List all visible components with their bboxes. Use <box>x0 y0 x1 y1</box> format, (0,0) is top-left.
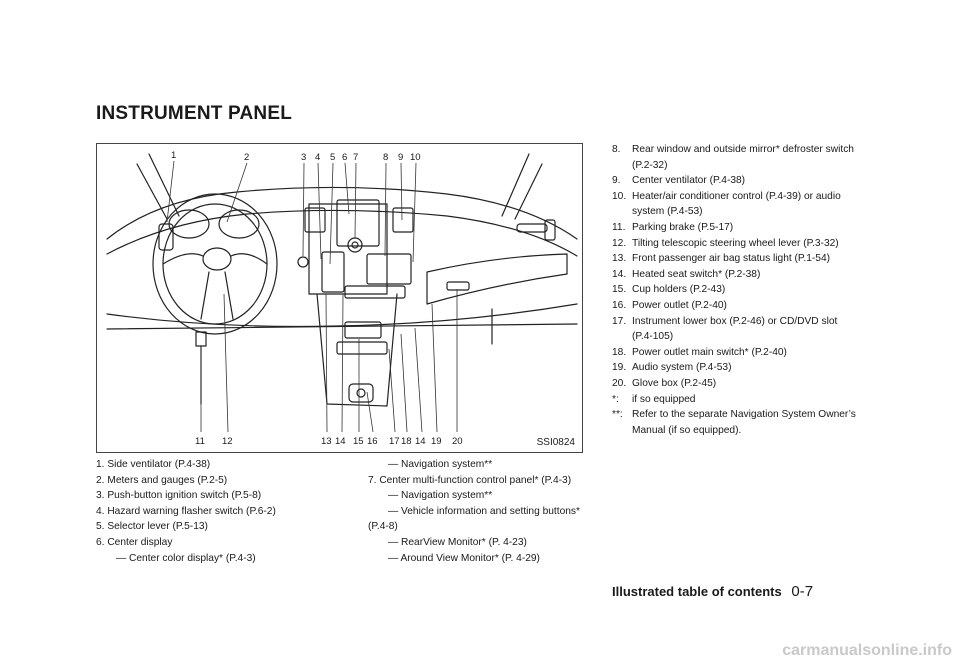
callout-18: 18 <box>401 436 412 447</box>
callout-2: 2 <box>244 152 250 163</box>
list-item: 12. Tilting telescopic steering wheel lev… <box>612 236 858 252</box>
callout-6: 6 <box>342 152 348 163</box>
item-key: 12. <box>612 237 627 249</box>
list-item: (P.4-8) <box>368 521 398 533</box>
item-key: 15. <box>612 284 627 296</box>
callout-14: 14 <box>335 436 346 447</box>
list-item: 5. Selector lever (P.5-13) <box>96 521 208 533</box>
callout-4: 4 <box>315 152 321 163</box>
list-subitem: — Navigation system** <box>388 459 493 470</box>
page-footer: Illustrated table of contents 0-7 <box>612 583 813 600</box>
item-text: Parking brake (P.5-17) <box>632 221 734 233</box>
callout-1: 1 <box>171 150 177 161</box>
list-left: 1. Side ventilator (P.4-38) 2. Meters an… <box>96 457 336 566</box>
list-item: 18. Power outlet main switch* (P.2-40) <box>612 345 858 361</box>
item-text: Cup holders (P.2-43) <box>632 284 726 296</box>
item-key: 18. <box>612 346 627 358</box>
section-title: INSTRUMENT PANEL <box>96 103 293 124</box>
list-item: 16. Power outlet (P.2-40) <box>612 298 858 314</box>
item-key: 8. <box>612 144 621 155</box>
item-text: Rear window and outside mirror* defroste… <box>632 144 854 171</box>
item-key: 19. <box>612 362 627 374</box>
callout-12: 12 <box>222 436 233 447</box>
item-text: Heated seat switch* (P.2-38) <box>632 268 761 280</box>
list-subitem: — RearView Monitor* (P. 4-23) <box>388 536 527 548</box>
list-item: 1. Side ventilator (P.4-38) <box>96 459 211 470</box>
callout-11: 11 <box>195 436 205 447</box>
list-item: **: Refer to the separate Navigation Syst… <box>612 407 858 438</box>
list-item: 9. Center ventilator (P.4-38) <box>612 173 858 189</box>
list-item: 8. Rear window and outside mirror* defros… <box>612 142 858 173</box>
list-mid: — Navigation system** 7. Center multi-fu… <box>368 457 598 566</box>
list-item: 13. Front passenger air bag status light … <box>612 251 858 267</box>
list-subitem: — Around View Monitor* (P. 4-29) <box>388 552 540 564</box>
list-item: 7. Center multi-function control panel* … <box>368 474 572 486</box>
item-text: Instrument lower box (P.2-46) or CD/DVD … <box>632 315 838 343</box>
item-key: 14. <box>612 268 627 280</box>
callout-10: 10 <box>410 152 421 163</box>
callout-9: 9 <box>398 152 404 163</box>
figure-id: SSI0824 <box>536 437 575 448</box>
item-key: 20. <box>612 377 627 389</box>
item-text: if so equipped <box>632 393 696 405</box>
item-text: Tilting telescopic steering wheel lever … <box>632 237 839 249</box>
callout-19: 19 <box>431 436 442 447</box>
list-item: 15. Cup holders (P.2-43) <box>612 282 858 298</box>
list-item: 17. Instrument lower box (P.2-46) or CD/D… <box>612 314 858 345</box>
item-key: 11. <box>612 221 626 233</box>
callout-17: 17 <box>389 436 400 447</box>
item-key: 10. <box>612 190 627 202</box>
callout-13: 13 <box>321 436 332 447</box>
callout-3: 3 <box>301 152 307 163</box>
list-item: 19. Audio system (P.4-53) <box>612 360 858 376</box>
callout-7: 7 <box>353 152 359 163</box>
item-key: *: <box>612 393 619 405</box>
list-item: 11. Parking brake (P.5-17) <box>612 220 858 236</box>
instrument-panel-figure: 1 2 3 4 5 6 7 8 9 10 11 12 13 14 15 16 1… <box>96 143 583 453</box>
item-text: Power outlet main switch* (P.2-40) <box>632 346 787 358</box>
item-text: Center ventilator (P.4-38) <box>632 175 746 187</box>
item-text: Power outlet (P.2-40) <box>632 299 727 311</box>
footer-label: Illustrated table of contents <box>612 584 782 599</box>
item-key: 16. <box>612 299 627 311</box>
callout-15: 15 <box>353 436 364 447</box>
item-text: Audio system (P.4-53) <box>632 362 732 374</box>
list-item: 4. Hazard warning flasher switch (P.6-2) <box>96 505 276 517</box>
item-key: 13. <box>612 253 627 265</box>
list-right: 8. Rear window and outside mirror* defros… <box>612 142 858 438</box>
callout-8: 8 <box>383 152 389 163</box>
list-subitem: — Center color display* (P.4-3) <box>116 552 256 564</box>
callout-20: 20 <box>452 436 463 447</box>
item-key: 17. <box>612 315 627 327</box>
item-key: 9. <box>612 175 621 187</box>
item-text: Refer to the separate Navigation System … <box>632 409 856 436</box>
callout-16: 16 <box>367 436 378 447</box>
list-item: 10. Heater/air conditioner control (P.4-3… <box>612 189 858 220</box>
page-number: 0-7 <box>791 583 814 600</box>
list-item: 20. Glove box (P.2-45) <box>612 376 858 392</box>
item-text: Heater/air conditioner control (P.4-39) … <box>632 190 841 218</box>
callout-5: 5 <box>330 152 336 163</box>
watermark: carmanualsonline.info <box>782 642 952 659</box>
list-item: *: if so equipped <box>612 392 858 408</box>
list-subitem: — Navigation system** <box>388 490 493 502</box>
list-subitem: — Vehicle information and setting button… <box>388 505 580 517</box>
dashboard-illustration <box>106 153 578 433</box>
list-item: 2. Meters and gauges (P.2-5) <box>96 474 228 486</box>
item-key: **: <box>612 409 623 421</box>
list-item: 3. Push-button ignition switch (P.5-8) <box>96 490 262 502</box>
list-item: 14. Heated seat switch* (P.2-38) <box>612 267 858 283</box>
callout-14b: 14 <box>415 436 426 447</box>
item-text: Glove box (P.2-45) <box>632 377 717 389</box>
list-item: 6. Center display <box>96 536 173 548</box>
item-text: Front passenger air bag status light (P.… <box>632 253 831 265</box>
